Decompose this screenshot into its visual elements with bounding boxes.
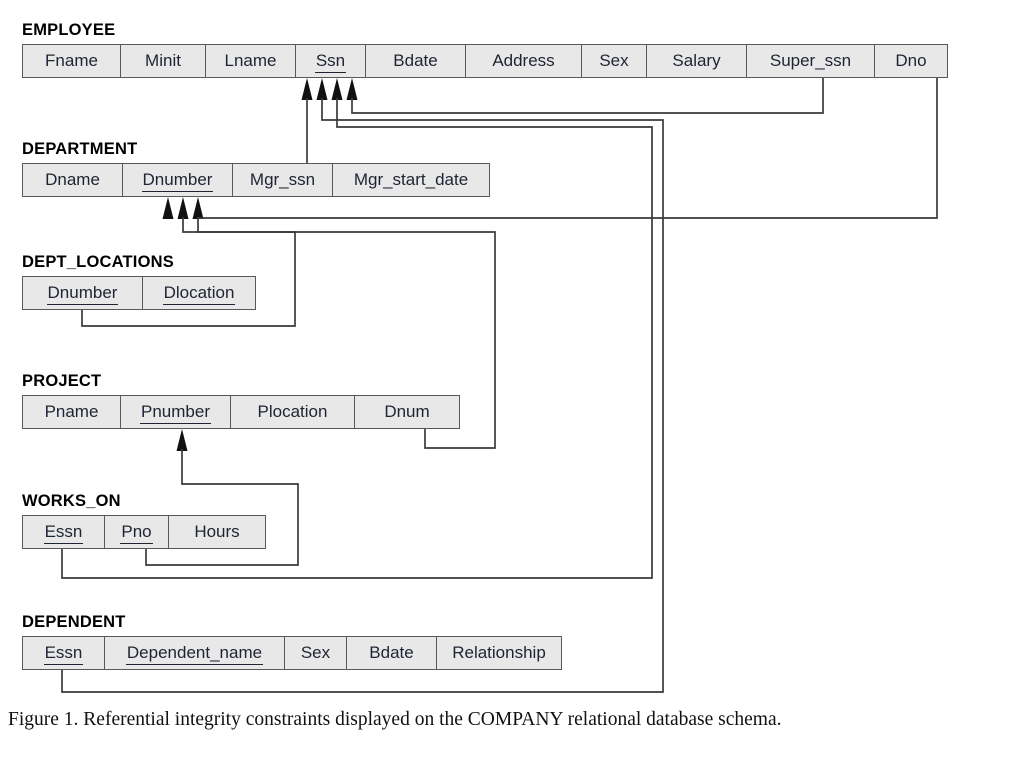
- attr-dependent-essn[interactable]: Essn: [23, 637, 105, 669]
- wire-dno-to-dnumber: [197, 78, 938, 219]
- attr-department-dnumber[interactable]: Dnumber: [123, 164, 233, 196]
- arrowhead-ssn-4: [346, 78, 358, 100]
- relation-project: PROJECT Pname Pnumber Plocation Dnum: [22, 372, 460, 429]
- attr-works-on-pno[interactable]: Pno: [105, 516, 169, 548]
- attr-project-pname[interactable]: Pname: [23, 396, 121, 428]
- wire-super_ssn-to-ssn: [351, 78, 824, 114]
- figure-caption: Figure 1. Referential integrity constrai…: [8, 709, 782, 730]
- attr-dependent-sex[interactable]: Sex: [285, 637, 347, 669]
- relation-works-on: WORKS_ON Essn Pno Hours: [22, 492, 266, 549]
- relation-title-project: PROJECT: [22, 372, 102, 390]
- attr-department-dname[interactable]: Dname: [23, 164, 123, 196]
- attribute-row-dependent: Essn Dependent_name Sex Bdate Relationsh…: [22, 636, 562, 670]
- attr-dept-locations-dlocation[interactable]: Dlocation: [143, 277, 255, 309]
- attr-department-mgr-ssn[interactable]: Mgr_ssn: [233, 164, 333, 196]
- relation-title-dept-locations: DEPT_LOCATIONS: [22, 253, 174, 271]
- attr-department-mgr-start-date[interactable]: Mgr_start_date: [333, 164, 489, 196]
- relation-title-employee: EMPLOYEE: [22, 21, 116, 39]
- attr-employee-lname[interactable]: Lname: [206, 45, 296, 77]
- attribute-row-dept-locations: Dnumber Dlocation: [22, 276, 256, 310]
- attr-employee-fname[interactable]: Fname: [23, 45, 121, 77]
- relation-department: DEPARTMENT Dname Dnumber Mgr_ssn Mgr_sta…: [22, 140, 490, 197]
- arrowhead-ssn-2: [316, 78, 328, 100]
- attr-employee-minit[interactable]: Minit: [121, 45, 206, 77]
- arrowhead-pnumber-1: [176, 429, 188, 451]
- attr-dependent-bdate[interactable]: Bdate: [347, 637, 437, 669]
- attr-employee-ssn[interactable]: Ssn: [296, 45, 366, 77]
- attr-employee-super-ssn[interactable]: Super_ssn: [747, 45, 875, 77]
- attr-dependent-dependent-name[interactable]: Dependent_name: [105, 637, 285, 669]
- attribute-row-department: Dname Dnumber Mgr_ssn Mgr_start_date: [22, 163, 490, 197]
- attr-works-on-hours[interactable]: Hours: [169, 516, 265, 548]
- attr-dependent-relationship[interactable]: Relationship: [437, 637, 561, 669]
- attribute-row-employee: Fname Minit Lname Ssn Bdate Address Sex …: [22, 44, 948, 78]
- relation-employee: EMPLOYEE Fname Minit Lname Ssn Bdate Add…: [22, 21, 948, 78]
- relation-title-department: DEPARTMENT: [22, 140, 138, 158]
- attr-employee-dno[interactable]: Dno: [875, 45, 947, 77]
- relation-title-works-on: WORKS_ON: [22, 492, 121, 510]
- attribute-row-works-on: Essn Pno Hours: [22, 515, 266, 549]
- arrowhead-dnumber-2: [177, 197, 189, 219]
- relation-title-dependent: DEPENDENT: [22, 613, 126, 631]
- arrowhead-ssn-1: [301, 78, 313, 100]
- attr-employee-address[interactable]: Address: [466, 45, 582, 77]
- attr-dept-locations-dnumber[interactable]: Dnumber: [23, 277, 143, 309]
- attr-project-pnumber[interactable]: Pnumber: [121, 396, 231, 428]
- relation-dependent: DEPENDENT Essn Dependent_name Sex Bdate …: [22, 613, 562, 670]
- arrowhead-ssn-3: [331, 78, 343, 100]
- attribute-row-project: Pname Pnumber Plocation Dnum: [22, 395, 460, 429]
- attr-employee-bdate[interactable]: Bdate: [366, 45, 466, 77]
- relation-dept-locations: DEPT_LOCATIONS Dnumber Dlocation: [22, 253, 256, 310]
- attr-employee-sex[interactable]: Sex: [582, 45, 647, 77]
- attr-employee-salary[interactable]: Salary: [647, 45, 747, 77]
- attr-works-on-essn[interactable]: Essn: [23, 516, 105, 548]
- attr-project-dnum[interactable]: Dnum: [355, 396, 459, 428]
- arrowhead-dnumber-3: [192, 197, 204, 219]
- arrowhead-dnumber-1: [162, 197, 174, 219]
- attr-project-plocation[interactable]: Plocation: [231, 396, 355, 428]
